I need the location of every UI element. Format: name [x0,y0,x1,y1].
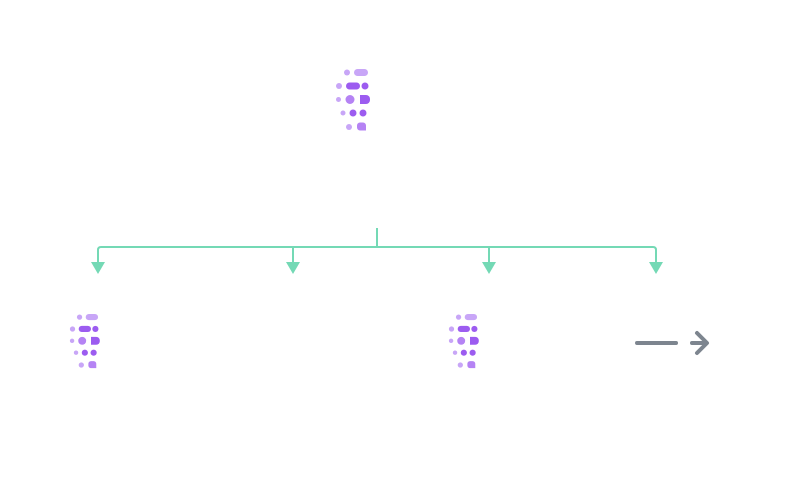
child-4-arrowhead [649,262,663,274]
root-node-dot-matrix-logo-icon [336,69,370,131]
child-2-arrowhead [286,262,300,274]
child-3-arrowhead [482,262,496,274]
child-1-arrowhead [91,262,105,274]
child-3-dot-matrix-logo-icon [448,314,479,369]
branch-bar-line [97,246,657,262]
child-1-dot-matrix-logo-icon [69,314,100,369]
connectors [91,228,663,274]
child-4-arrow-right-icon [635,331,709,355]
